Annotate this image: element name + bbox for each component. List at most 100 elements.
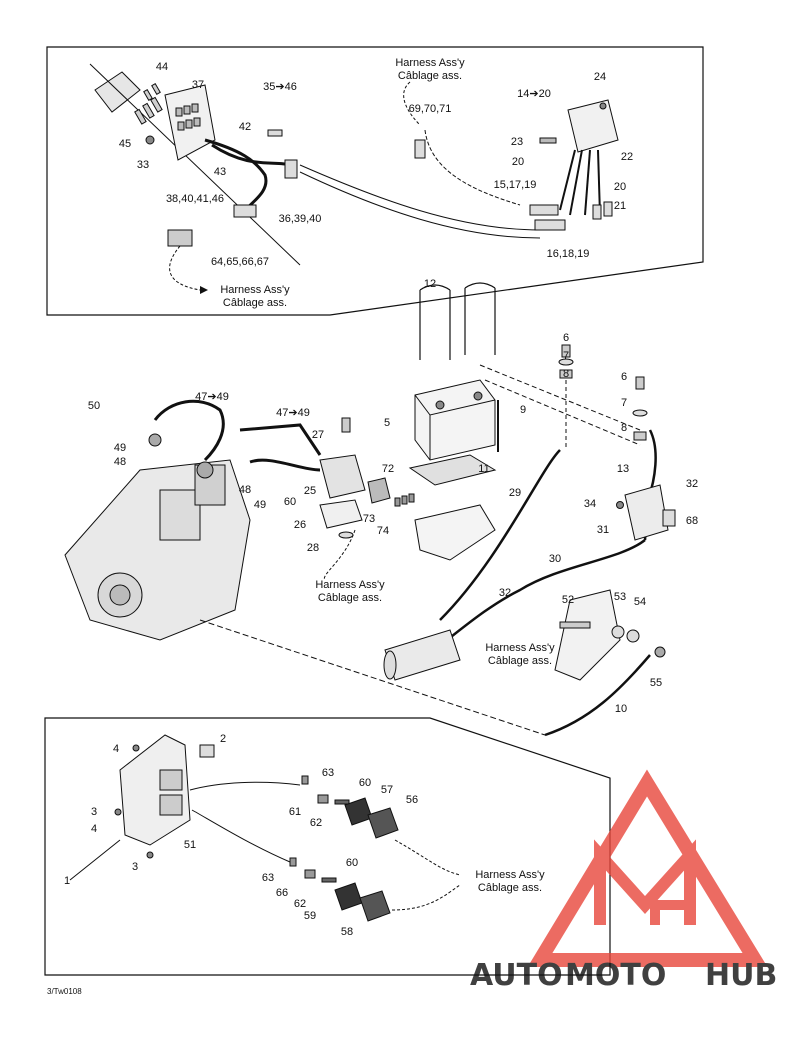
callout-top-10: 69,70,71 bbox=[409, 103, 452, 115]
nut-8b bbox=[633, 431, 647, 441]
callout-middle-24: 74 bbox=[377, 525, 389, 537]
callout-bottom-18: 58 bbox=[341, 926, 353, 938]
harness-label-en: Harness Ass'y bbox=[485, 642, 555, 654]
nut-54 bbox=[626, 629, 640, 643]
nut-55 bbox=[654, 646, 666, 658]
screw-group bbox=[134, 82, 163, 125]
panel-cutout bbox=[159, 794, 183, 816]
connector-38 bbox=[233, 204, 257, 218]
callout-middle-30: 68 bbox=[686, 515, 698, 527]
panel-cutout bbox=[159, 769, 183, 791]
cable-29 bbox=[439, 449, 561, 621]
callout-bottom-13: 60 bbox=[346, 857, 358, 869]
callout-bottom-14: 63 bbox=[262, 872, 274, 884]
connector-15 bbox=[529, 204, 559, 216]
cylinder bbox=[159, 489, 201, 541]
callout-top-1: 37 bbox=[192, 79, 204, 91]
callout-top-9: 64,65,66,67 bbox=[211, 256, 269, 268]
callout-top-3: 45 bbox=[119, 138, 131, 150]
callout-top-0: 44 bbox=[156, 61, 168, 73]
part-66 bbox=[304, 869, 316, 879]
bolt-6 bbox=[561, 344, 571, 358]
callout-middle-28: 32 bbox=[686, 478, 698, 490]
callout-middle-20: 49 bbox=[254, 499, 266, 511]
callout-bottom-3: 4 bbox=[91, 823, 97, 835]
leader-dashed bbox=[199, 619, 546, 736]
arrow-head bbox=[200, 286, 208, 294]
cable bbox=[211, 143, 291, 167]
harness-label-en: Harness Ass'y bbox=[220, 284, 290, 296]
middle-section bbox=[64, 282, 676, 737]
alignment-line bbox=[484, 379, 641, 446]
plug-wire bbox=[239, 423, 322, 456]
watermark-m-shape bbox=[594, 839, 696, 925]
harness-label-en: Harness Ass'y bbox=[475, 869, 545, 881]
bottom-panel bbox=[44, 717, 611, 976]
callout-middle-21: 72 bbox=[382, 463, 394, 475]
callout-top-5: 42 bbox=[239, 121, 251, 133]
callout-middle-22: 26 bbox=[294, 519, 306, 531]
connector-64 bbox=[167, 229, 193, 247]
cable bbox=[204, 138, 268, 212]
leader-line bbox=[89, 63, 301, 266]
harness-dashed bbox=[299, 171, 541, 239]
battery bbox=[414, 379, 496, 461]
regulator-72 bbox=[367, 477, 391, 504]
battery-tray bbox=[408, 454, 497, 486]
callout-bottom-1: 4 bbox=[113, 743, 119, 755]
harness-label-fr: Câblage ass. bbox=[223, 297, 287, 309]
part-63 bbox=[301, 775, 309, 785]
callout-middle-27: 34 bbox=[584, 498, 596, 510]
relay-box bbox=[567, 99, 619, 153]
screw-23 bbox=[539, 137, 557, 144]
callout-middle-32: 32 bbox=[499, 587, 511, 599]
cover-part bbox=[94, 71, 141, 113]
callout-bottom-6: 51 bbox=[184, 839, 196, 851]
ignition-coil bbox=[319, 454, 366, 499]
washer-53 bbox=[611, 625, 625, 639]
callout-bottom-2: 3 bbox=[91, 806, 97, 818]
plug-cap bbox=[148, 433, 162, 447]
bottom-panel-frame bbox=[44, 717, 611, 976]
washer-7b bbox=[632, 409, 648, 417]
callout-middle-0: 12 bbox=[424, 278, 436, 290]
switch-58 bbox=[359, 890, 391, 922]
callout-bottom-11: 62 bbox=[310, 817, 322, 829]
assembly-arrow bbox=[191, 809, 291, 863]
leader-line bbox=[69, 839, 121, 881]
plate-26 bbox=[319, 499, 363, 529]
bolt-6b bbox=[635, 376, 645, 390]
plug-wire bbox=[153, 399, 225, 462]
callout-top-4: 33 bbox=[137, 159, 149, 171]
callout-top-6: 43 bbox=[214, 166, 226, 178]
callout-top-15: 20 bbox=[512, 156, 524, 168]
screw-3b bbox=[146, 851, 154, 859]
callout-middle-29: 31 bbox=[597, 524, 609, 536]
top-panel bbox=[46, 46, 704, 316]
fuse-row bbox=[175, 103, 201, 131]
callout-middle-8: 9 bbox=[520, 404, 526, 416]
callout-middle-7: 5 bbox=[384, 417, 390, 429]
bolt-33 bbox=[145, 135, 155, 145]
harness-label-fr: Câblage ass. bbox=[478, 882, 542, 894]
arrow-to-harness bbox=[391, 884, 461, 911]
callout-bottom-0: 2 bbox=[220, 733, 226, 745]
harness-label-bottom: Harness Ass'y Câblage ass. bbox=[475, 869, 545, 894]
screw-4 bbox=[132, 744, 140, 752]
screw-3 bbox=[114, 808, 122, 816]
terminal bbox=[435, 400, 445, 410]
top-panel-frame bbox=[46, 46, 704, 316]
assembly-arrow bbox=[189, 781, 301, 791]
screw-24 bbox=[599, 102, 607, 110]
callout-middle-18: 25 bbox=[304, 485, 316, 497]
connector-69 bbox=[414, 139, 426, 159]
callout-top-16: 20 bbox=[614, 181, 626, 193]
harness-label-middle: Harness Ass'y Câblage ass. bbox=[315, 579, 385, 604]
callout-middle-23: 73 bbox=[363, 513, 375, 525]
callout-middle-37: 10 bbox=[615, 703, 627, 715]
mount-bracket bbox=[554, 589, 621, 681]
callout-bottom-9: 60 bbox=[359, 777, 371, 789]
callout-middle-14: 49 bbox=[114, 442, 126, 454]
callout-bottom-12: 56 bbox=[406, 794, 418, 806]
